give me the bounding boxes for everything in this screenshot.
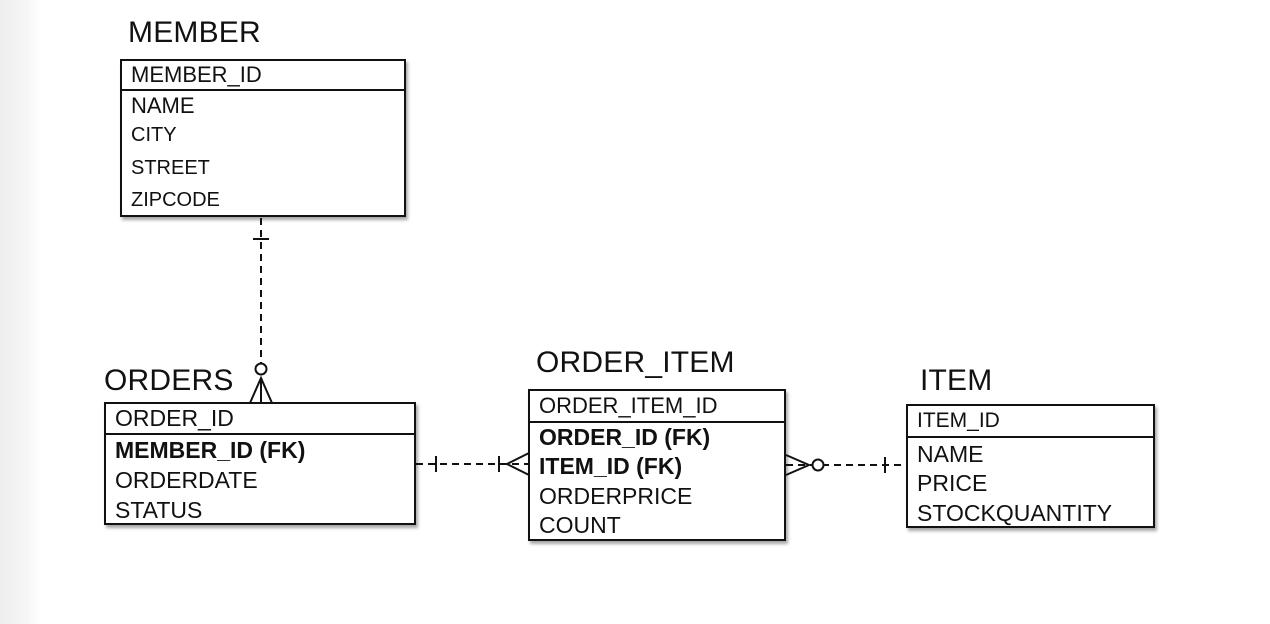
attribute-status: STATUS — [115, 497, 203, 523]
attribute-street: STREET — [131, 157, 210, 179]
attribute-name: NAME — [131, 93, 195, 118]
entity-box: ITEM_ID NAME PRICE STOCKQUANTITY — [906, 404, 1155, 528]
entity-box: MEMBER_ID NAME CITY STREET ZIPCODE — [120, 59, 406, 217]
entity-title: ORDERS — [104, 364, 234, 397]
attribute-name: NAME — [917, 441, 984, 467]
zero-circle-marker — [254, 362, 268, 376]
left-margin-strip — [0, 0, 40, 624]
attribute-orderprice: ORDERPRICE — [539, 483, 693, 509]
relationship-item-order-item — [785, 454, 906, 476]
attribute-orderdate: ORDERDATE — [115, 467, 258, 493]
attribute-zipcode: ZIPCODE — [131, 189, 220, 211]
attribute-stockquantity: STOCKQUANTITY — [917, 500, 1113, 526]
relationship-member-orders — [249, 218, 273, 404]
attribute-order-id-fk: ORDER_ID (FK) — [539, 424, 711, 450]
entity-box: ORDER_ID MEMBER_ID (FK) ORDERDATE STATUS — [104, 402, 416, 525]
relationship-orders-order-item — [416, 452, 530, 476]
crows-foot-marker — [504, 452, 530, 476]
entity-title: ITEM — [920, 364, 993, 397]
attribute-member-id-fk: MEMBER_ID (FK) — [115, 437, 306, 463]
primary-key: ORDER_ITEM_ID — [530, 391, 784, 423]
crows-foot-marker — [785, 454, 812, 476]
primary-key: ITEM_ID — [908, 406, 1153, 438]
primary-key: ORDER_ID — [106, 404, 414, 435]
entity-title: MEMBER — [128, 16, 261, 49]
entity-box: ORDER_ITEM_ID ORDER_ID (FK) ITEM_ID (FK)… — [528, 389, 786, 541]
attribute-city: CITY — [131, 124, 177, 146]
attribute-count: COUNT — [539, 512, 621, 538]
entity-title: ORDER_ITEM — [536, 346, 735, 379]
attribute-price: PRICE — [917, 470, 988, 496]
attribute-item-id-fk: ITEM_ID (FK) — [539, 453, 683, 479]
zero-circle-marker — [811, 458, 825, 472]
crows-foot-marker — [249, 375, 273, 404]
primary-key: MEMBER_ID — [122, 61, 404, 91]
